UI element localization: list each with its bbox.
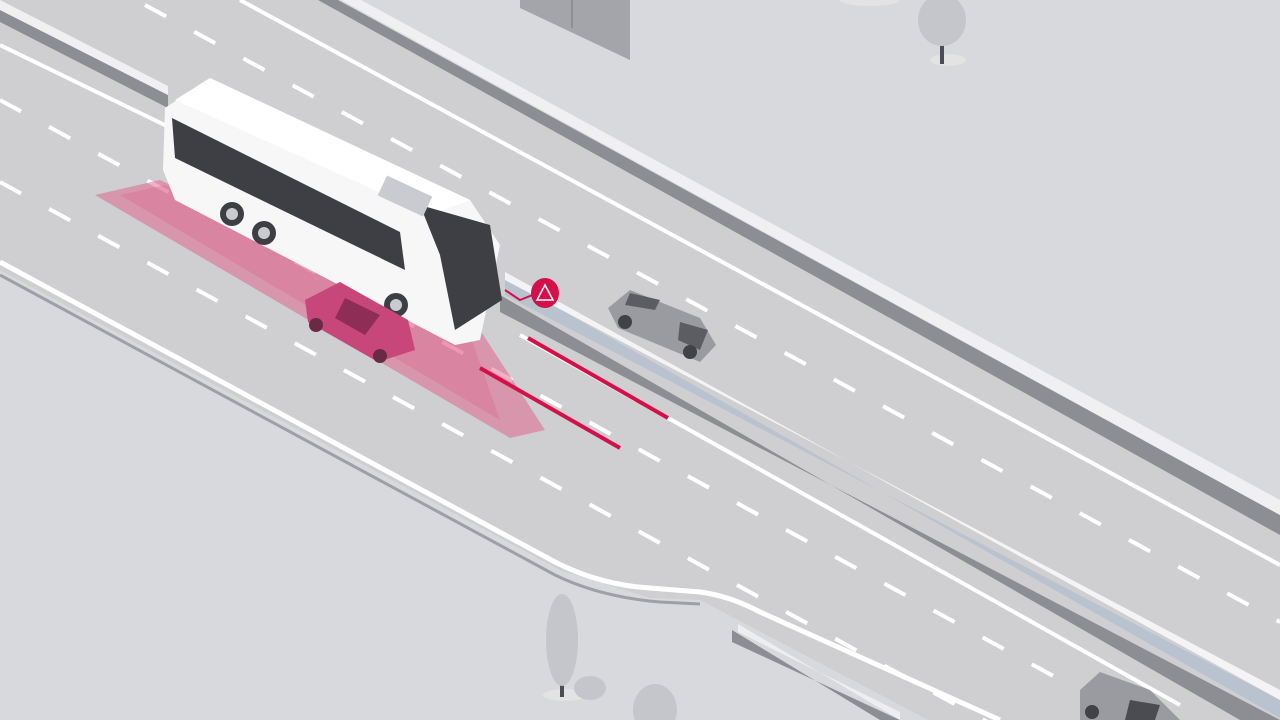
warning-indicator [504, 278, 559, 308]
lane-warning-bar [527, 336, 669, 420]
guardrail-upper [318, 0, 1280, 535]
warning-triangle-icon [535, 283, 555, 301]
coach-bus [163, 78, 502, 345]
tree-icon [918, 0, 966, 66]
guardrail-lower [732, 624, 900, 720]
guardrail-left [0, 0, 168, 108]
car-oncoming [608, 290, 716, 362]
road-edge [0, 273, 701, 606]
tree-icon [633, 684, 677, 720]
tree-icon [840, 0, 900, 6]
sign-panel [520, 0, 630, 60]
tree-icon [543, 594, 606, 701]
guardrail-median [500, 272, 1280, 720]
car-oncoming [1080, 672, 1180, 720]
car-in-blind-spot [305, 282, 415, 363]
lane-warning-bar [479, 366, 621, 450]
